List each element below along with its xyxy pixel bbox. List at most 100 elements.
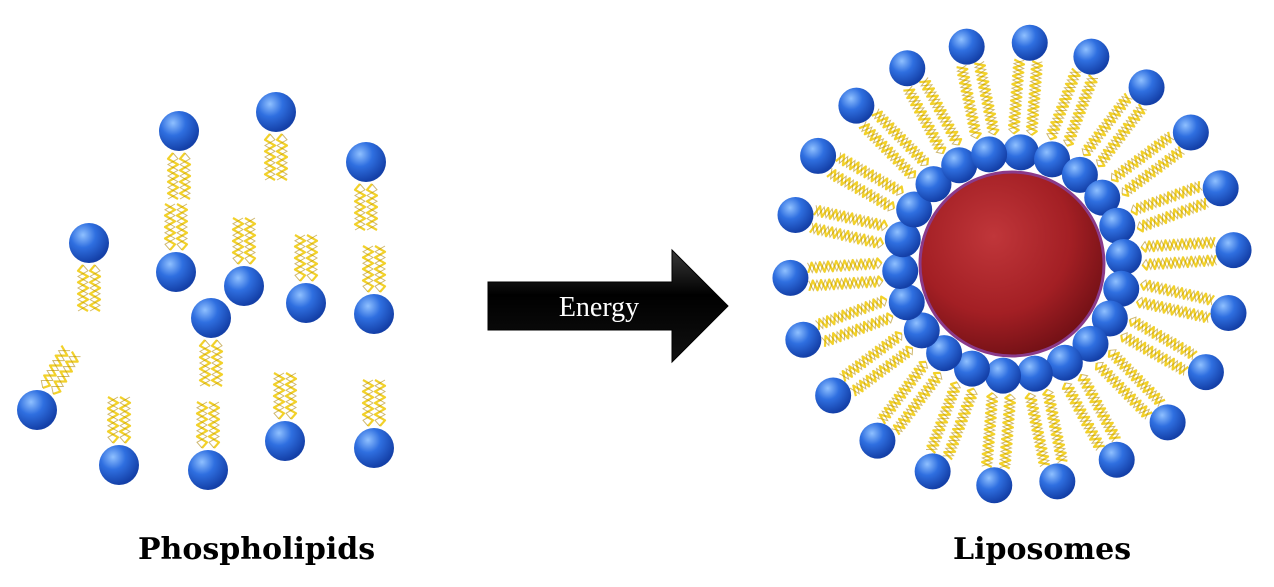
phospholipid-molecule xyxy=(346,142,386,231)
lipid-tail-shade xyxy=(904,85,945,155)
lipid-tail xyxy=(1042,388,1068,462)
lipid-tail-shade xyxy=(373,379,387,427)
lipid-tail xyxy=(823,312,894,347)
lipid-tail xyxy=(272,372,286,420)
lipid-tail-shade xyxy=(40,350,71,388)
lipid-tail-shade xyxy=(1130,181,1203,215)
lipid-tail xyxy=(903,88,947,155)
lipid-tail-shade xyxy=(1025,392,1051,468)
phospholipid-head xyxy=(1210,295,1247,332)
lipid-tail xyxy=(76,264,90,312)
bilayer-lipid-pair xyxy=(1081,92,1147,168)
phospholipid-head xyxy=(156,252,196,292)
phospholipid-head xyxy=(1039,463,1076,500)
lipid-tail xyxy=(1094,362,1153,418)
free-phospholipids-group xyxy=(17,92,394,490)
lipid-tail xyxy=(817,295,888,330)
phospholipid-head xyxy=(191,298,231,338)
lipid-tail xyxy=(361,245,375,293)
lipid-tail xyxy=(163,203,177,251)
lipid-tail xyxy=(210,339,224,387)
phospholipid-molecule xyxy=(188,401,228,490)
lipid-tail xyxy=(943,387,977,461)
phospholipid-head xyxy=(914,453,951,490)
lipid-tail-shade xyxy=(1063,382,1104,451)
lipid-tail xyxy=(373,245,387,293)
phospholipid-head xyxy=(882,253,919,290)
lipid-tail-shade xyxy=(207,401,221,449)
lipid-tail xyxy=(243,217,257,265)
lipid-tail-shade xyxy=(891,372,943,433)
phospholipid-head xyxy=(265,421,305,461)
lipid-tail xyxy=(1024,392,1050,466)
lipid-tail-shade xyxy=(860,121,915,179)
lipid-tail-shade xyxy=(361,245,375,293)
lipid-tail-shade xyxy=(981,392,999,467)
bilayer-lipid-pair xyxy=(877,360,943,436)
lipid-tail xyxy=(175,203,189,251)
phospholipid-head xyxy=(800,137,837,174)
lipid-tail xyxy=(275,133,289,181)
bilayer-lipid-pair xyxy=(807,257,884,292)
phospholipid-molecule xyxy=(354,245,394,334)
phospholipid-molecule xyxy=(354,379,394,468)
liposome-core xyxy=(918,170,1106,358)
phospholipid-head xyxy=(1128,69,1165,106)
lipid-tail xyxy=(1064,74,1098,147)
bilayer-lipid-pair xyxy=(1135,279,1215,323)
lipid-tail-shade xyxy=(811,222,884,249)
lipid-tail-shade xyxy=(1109,349,1164,407)
lipid-tail xyxy=(852,345,913,397)
phospholipid-head xyxy=(354,428,394,468)
lipid-tail-shade xyxy=(76,264,90,312)
phospholipid-head xyxy=(785,321,822,358)
phospholipid-head xyxy=(1084,179,1121,216)
lipid-tail xyxy=(1077,373,1121,440)
phospholipid-molecule xyxy=(159,111,199,200)
phospholipid-head xyxy=(815,377,852,414)
lipid-tail-shade xyxy=(88,264,102,312)
lipid-tail-shade xyxy=(998,393,1017,469)
lipid-tail xyxy=(284,372,298,420)
phospholipid-molecule xyxy=(69,223,109,312)
lipid-tail-shade xyxy=(1140,236,1216,253)
bilayer-lipid-pair xyxy=(1094,349,1166,420)
phospholipid-head xyxy=(1073,38,1110,75)
lipid-tail xyxy=(166,152,180,200)
lipid-tail xyxy=(1128,318,1198,359)
lipid-tail xyxy=(88,264,102,312)
phospholipid-head xyxy=(838,87,875,124)
phospholipid-head xyxy=(985,357,1022,394)
phospholipid-molecule xyxy=(99,396,139,485)
lipid-tail-shade xyxy=(175,203,189,251)
lipid-tail xyxy=(998,393,1016,470)
bilayer-lipid-pair xyxy=(1110,131,1185,197)
lipid-tail xyxy=(813,205,889,231)
phospholipid-head xyxy=(971,136,1008,173)
phospholipid-molecule xyxy=(286,234,326,323)
lipid-tail-shade xyxy=(163,203,177,251)
lipid-tail xyxy=(1025,60,1043,137)
lipid-tail xyxy=(892,371,941,436)
lipid-tail xyxy=(981,391,999,468)
phospholipid-molecule xyxy=(156,203,196,292)
lipid-tail xyxy=(1120,333,1189,375)
lipid-tail-shade xyxy=(821,313,894,347)
lipid-tail-shade xyxy=(942,388,978,457)
lipid-tail-shade xyxy=(353,183,367,231)
lipid-tail-shade xyxy=(1121,332,1186,376)
lipid-tail-shade xyxy=(1062,78,1099,147)
bilayer-lipid-pair xyxy=(1140,236,1217,271)
phospholipid-head xyxy=(772,259,809,296)
lipid-tail-shade xyxy=(243,217,257,265)
phospholipid-head xyxy=(99,445,139,485)
lipid-tail xyxy=(974,62,1000,136)
lipid-tail-shade xyxy=(1081,95,1133,156)
lipid-tail-shade xyxy=(849,348,914,395)
lipid-tail-shade xyxy=(815,296,888,330)
phospholipid-head xyxy=(1215,232,1252,269)
lipid-tail xyxy=(1139,279,1215,306)
lipid-tail xyxy=(1140,236,1216,253)
lipid-tail xyxy=(1136,198,1207,233)
phospholipid-head xyxy=(1187,354,1224,391)
